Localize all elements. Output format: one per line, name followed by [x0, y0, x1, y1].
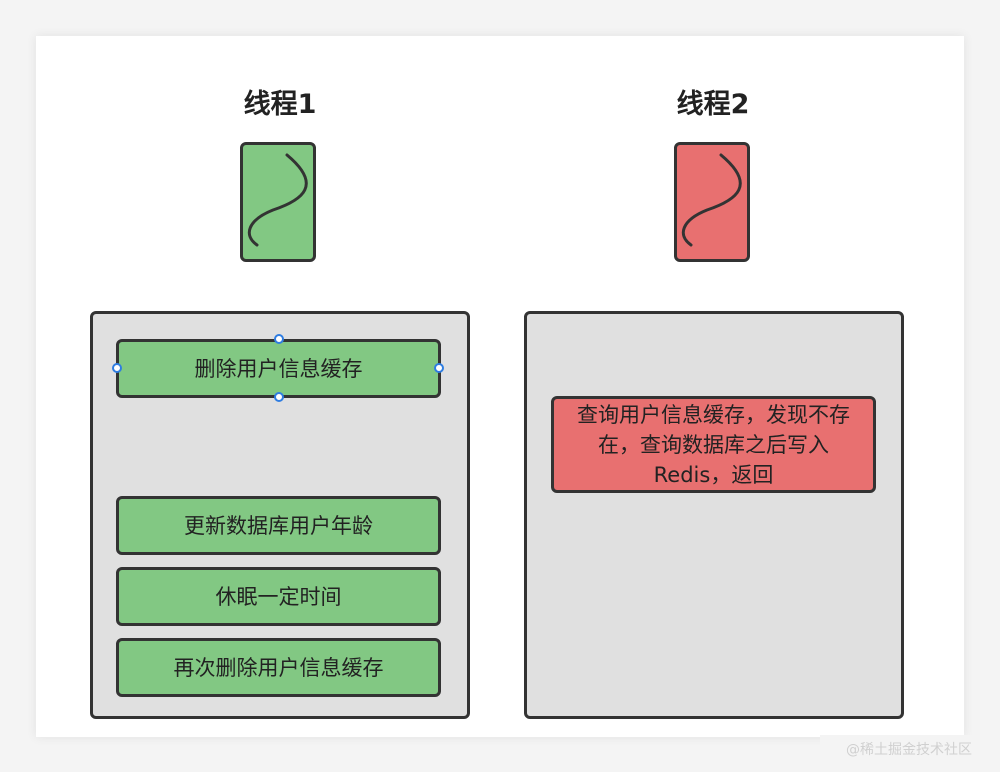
thread-squiggle-icon [681, 153, 742, 247]
watermark: @稀土掘金技术社区 [820, 735, 998, 765]
thread-squiggle-icon [247, 153, 308, 247]
thread2-icon [674, 142, 750, 262]
selection-handle-bottom[interactable] [274, 392, 284, 402]
thread1-step-sleep[interactable]: 休眠一定时间 [116, 567, 441, 626]
thread1-step-delete-cache-again[interactable]: 再次删除用户信息缓存 [116, 638, 441, 697]
thread1-step-delete-cache[interactable]: 删除用户信息缓存 [116, 339, 441, 398]
selection-handle-right[interactable] [434, 363, 444, 373]
selection-handle-top[interactable] [274, 334, 284, 344]
selection-handle-left[interactable] [112, 363, 122, 373]
thread2-title: 线程2 [676, 89, 750, 120]
thread2-panel [524, 311, 904, 719]
thread1-title: 线程1 [243, 89, 317, 120]
thread1-icon [240, 142, 316, 262]
thread2-step-query-write-redis[interactable]: 查询用户信息缓存，发现不存在，查询数据库之后写入Redis，返回 [551, 396, 876, 493]
thread1-step-update-db[interactable]: 更新数据库用户年龄 [116, 496, 441, 555]
